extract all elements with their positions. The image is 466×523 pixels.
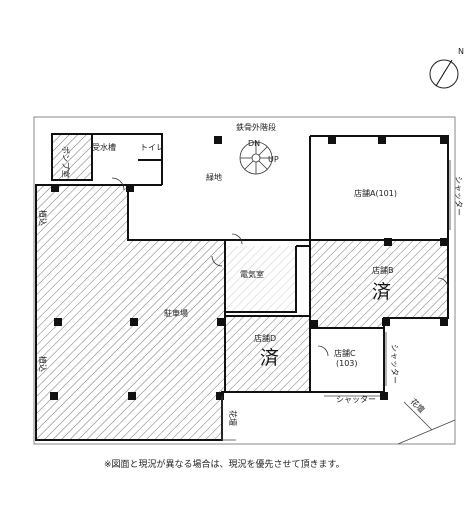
parking-label: 駐車場 [164,308,188,318]
north-label: N [458,47,464,56]
green-area-label: 緑地 [206,172,222,182]
shop-d-area [224,315,311,393]
pump-room-label: ポンプ室 [61,146,71,178]
stair-dn-label: DN [248,139,260,148]
iron-stairs-label: 鉄骨外階段 [236,122,276,132]
stair-up-label: UP [268,155,279,164]
planting-bottom-label: 植込 [38,356,48,372]
footer-note: ※図面と現況が異なる場合は、現況を優先させて頂きます。 [104,458,345,470]
pump-room-area [51,133,93,181]
shutter-c-side-label: シャッター [390,344,399,384]
flowerbed-right-label: 花壇 [409,396,427,414]
shop-d-label: 店舗D [254,333,276,343]
north-arrow-icon [429,59,459,89]
shop-d-sumi: 済 [260,347,279,369]
shutter-right-label: シャッター [454,176,463,216]
flowerbed-left-label: 花壇 [228,410,238,426]
columns [50,136,448,400]
water-tank-label: 受水槽 [92,142,116,152]
shop-c-number: (103) [336,359,358,368]
electric-room-label: 電気室 [240,269,264,279]
doors [111,177,449,357]
shop-a-label: 店舗A(101) [354,188,397,198]
fixtures [221,160,456,445]
shop-b-sumi: 済 [372,281,391,303]
shop-c-label: 店舗C [334,348,356,358]
toilet-label: トイレ [140,143,164,152]
corridor-area [226,246,296,312]
spiral-stair [239,141,273,175]
planting-top-label: 植込 [38,210,48,226]
site-boundary [33,116,456,445]
shutter-c-bottom-label: シャッター [336,395,376,404]
shop-b-label: 店舗B [372,265,394,275]
parking-area [35,184,226,441]
